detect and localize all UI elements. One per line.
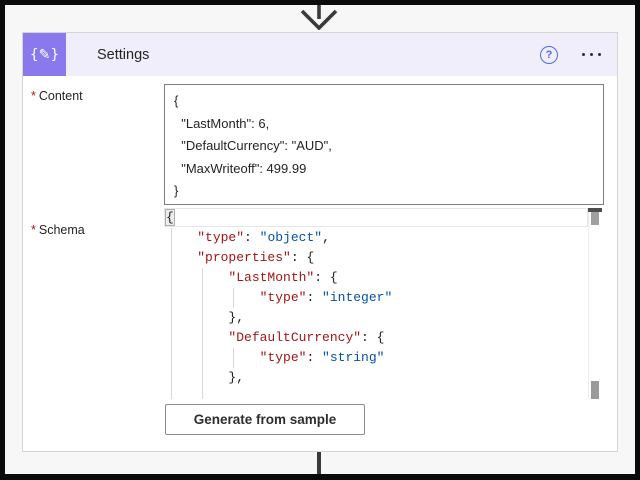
generate-from-sample-button[interactable]: Generate from sample	[165, 404, 365, 435]
current-line-highlight	[164, 208, 588, 227]
more-options-button[interactable]	[582, 45, 601, 65]
scrollbar-decoration	[588, 208, 602, 212]
indent-guide	[233, 288, 234, 308]
flow-arrow-down-icon	[300, 3, 338, 30]
card-title: Settings	[97, 46, 150, 63]
content-label-text: Content	[38, 89, 83, 103]
ellipsis-dot	[582, 53, 585, 56]
content-label: *Content	[31, 89, 83, 103]
parse-json-icon: {✎}	[23, 33, 66, 76]
schema-label: *Schema	[31, 223, 85, 237]
code-line: "type": "integer"	[259, 290, 393, 305]
code-line: {	[165, 209, 175, 226]
code-line: "LastMonth": {	[228, 270, 338, 285]
card-header[interactable]: {✎} Settings ?	[23, 33, 617, 76]
code-line: },	[228, 370, 245, 385]
code-line: "type": "object",	[197, 230, 330, 245]
indent-guide	[233, 348, 234, 368]
schema-editor[interactable]: { "type": "object", "properties": { "Las…	[164, 208, 604, 399]
content-input[interactable]: { "LastMonth": 6, "DefaultCurrency": "AU…	[164, 84, 604, 205]
schema-label-text: Schema	[38, 223, 85, 237]
required-asterisk: *	[31, 223, 36, 237]
indent-guide	[202, 268, 203, 399]
code-line: },	[228, 310, 245, 325]
scrollbar-track[interactable]	[588, 208, 602, 399]
flow-connector-line	[317, 452, 321, 475]
indent-guide	[171, 228, 172, 399]
ellipsis-dot	[590, 53, 593, 56]
settings-action-card: {✎} Settings ? *Content { "LastMonth": 6…	[22, 32, 618, 452]
code-line: "properties": {	[197, 250, 315, 265]
help-button[interactable]: ?	[540, 45, 558, 64]
ellipsis-dot	[598, 53, 601, 56]
schema-code[interactable]: { "type": "object", "properties": { "Las…	[165, 208, 393, 388]
header-controls: ?	[540, 33, 601, 76]
scrollbar-thumb[interactable]	[591, 381, 599, 399]
code-line: "DefaultCurrency": {	[228, 330, 385, 345]
code-line: "type": "string"	[259, 350, 385, 365]
required-asterisk: *	[31, 89, 36, 103]
scrollbar-thumb[interactable]	[591, 212, 599, 225]
